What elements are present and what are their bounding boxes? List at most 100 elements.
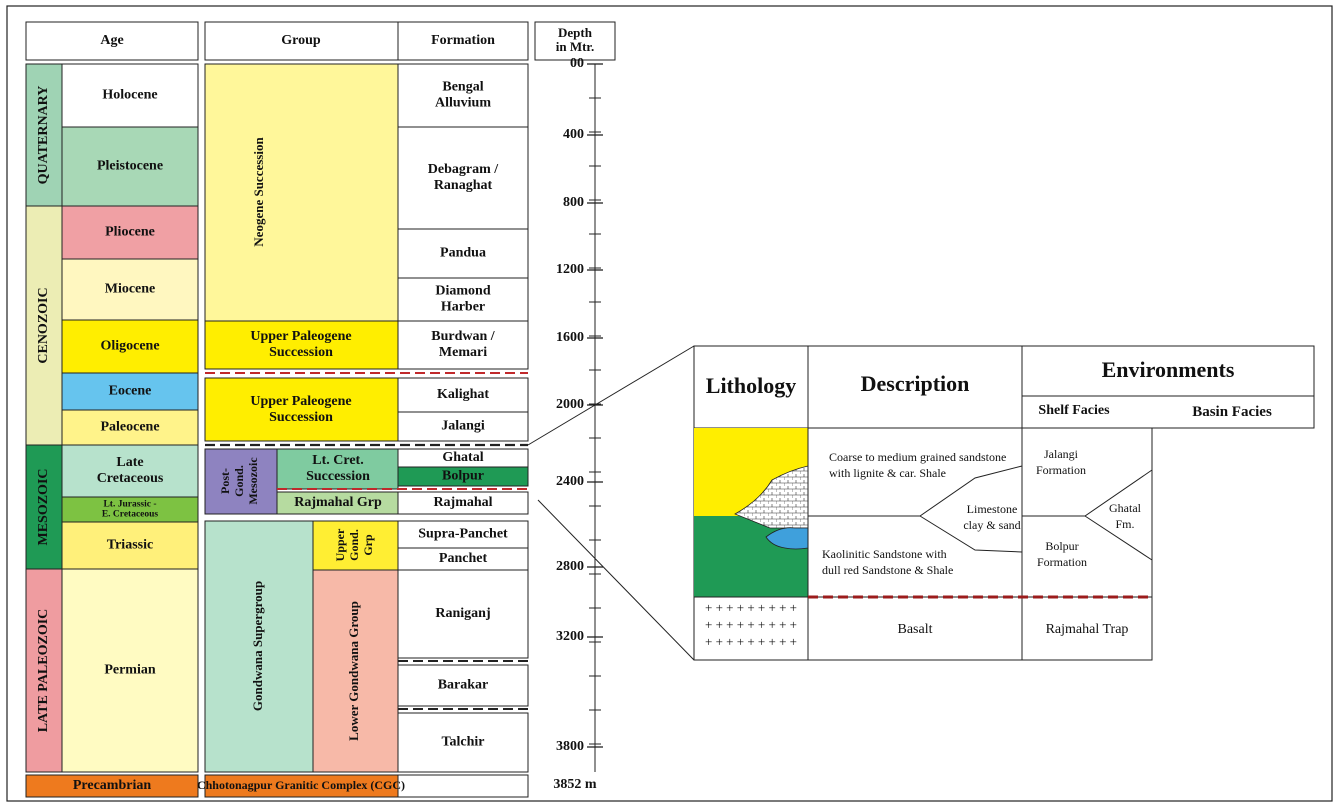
group-label-post-gond-mesozoic-line: Gond.: [232, 465, 246, 497]
depth-label-3800: 3800: [556, 739, 584, 754]
formation-label-ghatal: Ghatal: [442, 450, 483, 465]
epoch-label-triassic: Triassic: [107, 538, 153, 553]
formation-kalighat: [397, 377, 529, 413]
group-label-rajmahal-grp: Rajmahal Grp: [294, 495, 382, 510]
epoch-pliocene: [61, 205, 199, 260]
depth-bottom-label: 3852 m: [553, 777, 597, 792]
depth-label-1200: 1200: [556, 262, 584, 277]
depth-header-line: Depth: [558, 25, 593, 40]
age-header-cell: [25, 21, 199, 61]
precambrian-label: Precambrian: [73, 778, 151, 793]
detail-description-header: Description: [861, 371, 970, 396]
epoch-label-oligocene: Oligocene: [100, 339, 159, 354]
group-label-cgc-line: Chhotonagpur Granitic Complex (CGC): [197, 778, 405, 792]
formation-barakar: [397, 664, 529, 707]
basalt-pattern-row-3-line: + + + + + + + + +: [705, 634, 797, 649]
era-cenozoic: [25, 205, 63, 446]
group-label-lt-cret-succession-line: Lt. Cret.: [312, 453, 363, 468]
depth-label-800-line: 800: [563, 195, 584, 210]
environment-trap-text-line: Rajmahal Trap: [1046, 622, 1129, 637]
formation-header-cell: [397, 21, 529, 61]
epoch-label-lt-jurassic-line: E. Cretaceous: [102, 510, 159, 520]
formation-label-bolpur-line: Bolpur: [442, 469, 484, 484]
epoch-label-lt-jurassic-line: Lt. Jurassic -: [103, 500, 156, 510]
basalt-pattern-row-1: + + + + + + + + +: [705, 600, 797, 615]
depth-label-2000: 2000: [556, 397, 584, 412]
formation-label-ghatal-line: Ghatal: [442, 450, 483, 465]
group-label-neogene-line: Neogene Succession: [251, 137, 266, 247]
epoch-pleistocene: [61, 126, 199, 207]
formation-label-bolpur: Bolpur: [442, 469, 484, 484]
epoch-label-miocene-line: Miocene: [105, 282, 156, 297]
group-label-post-gond-mesozoic: Post-Gond.Mesozoic: [218, 457, 260, 505]
epoch-triassic: [61, 521, 199, 570]
group-label-rajmahal-grp-line: Rajmahal Grp: [294, 495, 382, 510]
epoch-oligocene: [61, 319, 199, 374]
description-basalt-text-line: Basalt: [898, 622, 933, 637]
group-header: Group: [281, 33, 321, 48]
formation-label-supra-panchet-line: Supra-Panchet: [418, 527, 508, 542]
formation-label-diamond-harber-line: Diamond: [435, 284, 490, 299]
group-label-neogene: Neogene Succession: [251, 137, 266, 247]
description-upper-boundary: [808, 465, 1023, 517]
depth-label-2400: 2400: [556, 474, 584, 489]
depth-label-1200-line: 1200: [556, 262, 584, 277]
formation-label-burdwan-line: Memari: [439, 345, 487, 360]
detail-basin-facies-header: Basin Facies: [1192, 404, 1272, 420]
detail-lithology-header: Lithology: [706, 373, 796, 398]
epoch-label-holocene-line: Holocene: [102, 88, 157, 103]
detail-environments-header: Environments: [1102, 357, 1235, 382]
description-upper-text-line: with lignite & car. Shale: [829, 466, 946, 480]
connector-bottom: [537, 499, 695, 661]
group-label-upper-gond-grp-line: Upper: [333, 528, 347, 561]
group-post-gond-mesozoic: [204, 448, 278, 515]
formation-raniganj: [397, 569, 529, 659]
formation-label-talchir: Talchir: [441, 735, 484, 750]
group-label-upper-paleogene-a-line: Upper Paleogene: [250, 329, 351, 344]
era-label-mesozoic-line: MESOZOIC: [36, 468, 51, 545]
formation-label-barakar: Barakar: [438, 678, 489, 693]
formation-label-barakar-line: Barakar: [438, 678, 489, 693]
group-header-cell: [204, 21, 399, 61]
epoch-label-paleocene: Paleocene: [100, 420, 159, 435]
epoch-label-paleocene-line: Paleocene: [100, 420, 159, 435]
group-label-lower-gondwana: Lower Gondwana Group: [346, 601, 361, 741]
group-neogene: [204, 63, 399, 322]
outer-frame: [6, 5, 1333, 802]
epoch-miocene: [61, 258, 199, 321]
group-header-line: Group: [281, 33, 321, 48]
environment-ghatal-text-line: Fm.: [1115, 517, 1134, 531]
formation-header: Formation: [431, 33, 495, 48]
depth-label-1600: 1600: [556, 330, 584, 345]
group-gondwana-supergroup: [204, 520, 314, 773]
epoch-label-eocene-line: Eocene: [109, 384, 152, 399]
formation-label-burdwan: Burdwan /Memari: [431, 329, 496, 360]
epoch-label-lt-jurassic: Lt. Jurassic -E. Cretaceous: [102, 500, 159, 520]
era-mesozoic: [25, 444, 63, 570]
group-label-lower-gondwana-line: Lower Gondwana Group: [346, 601, 361, 741]
formation-label-panchet: Panchet: [439, 551, 488, 566]
environment-jalangi-text-line: Jalangi: [1044, 447, 1079, 461]
description-lower-text-line: Kaolinitic Sandstone with: [822, 547, 947, 561]
connector-top: [527, 345, 695, 446]
precambrian-cell: [25, 774, 199, 798]
formation-label-kalighat: Kalighat: [437, 387, 489, 402]
depth-label-800: 800: [563, 195, 584, 210]
age-header-line: Age: [100, 33, 123, 48]
environment-jalangi-text-line: Formation: [1036, 463, 1086, 477]
detail-description-header-cell: [807, 345, 1023, 429]
formation-bolpur: [397, 466, 529, 487]
detail-shelf-facies-header-line: Shelf Facies: [1038, 403, 1110, 418]
epoch-label-oligocene-line: Oligocene: [100, 339, 159, 354]
group-lt-cret-succession: [276, 448, 399, 490]
formation-label-rajmahal-line: Rajmahal: [433, 495, 492, 510]
description-basalt-text: Basalt: [898, 622, 933, 637]
group-label-post-gond-mesozoic-line: Post-: [218, 468, 232, 494]
